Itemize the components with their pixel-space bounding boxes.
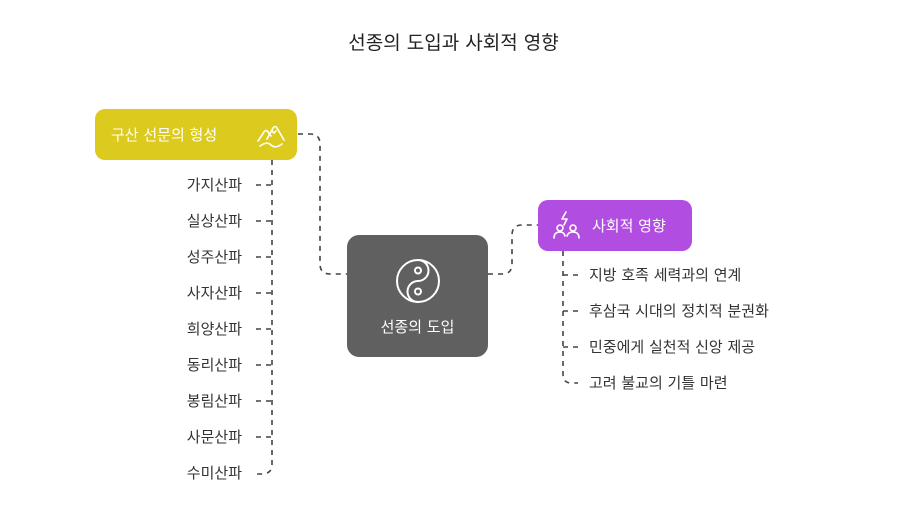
yin-yang-icon: [395, 258, 440, 303]
people-spark-icon: [553, 211, 580, 239]
sect-item: 실상산파: [186, 212, 242, 230]
right-spine: [562, 251, 578, 384]
impact-item: 고려 불교의 기틀 마련: [589, 374, 728, 392]
left-spine: [256, 160, 273, 475]
node-social-label: 사회적 영향: [592, 217, 666, 235]
node-gusan-seonmun: 구산 선문의 형성: [95, 109, 297, 160]
node-gusan-label: 구산 선문의 형성: [111, 126, 218, 144]
impact-item: 후삼국 시대의 정치적 분권화: [589, 302, 769, 320]
diagram-title: 선종의 도입과 사회적 영향: [348, 32, 559, 54]
impact-item: 민중에게 실천적 신앙 제공: [589, 338, 756, 356]
connector-left-center: [298, 133, 347, 275]
node-center-label: 선종의 도입: [380, 317, 455, 336]
node-social-impact: 사회적 영향: [538, 200, 692, 251]
sect-item: 동리산파: [186, 356, 242, 374]
node-center-seon-intro: 선종의 도입: [347, 235, 488, 357]
sect-item: 봉림산파: [186, 392, 242, 410]
sect-item: 사문산파: [186, 428, 242, 446]
sect-item: 희양산파: [186, 320, 242, 338]
impact-item: 지방 호족 세력과의 연계: [589, 266, 742, 284]
sect-item: 성주산파: [186, 248, 242, 266]
mountains-icon: [257, 125, 285, 148]
connector-center-right: [488, 224, 538, 275]
sect-item: 사자산파: [186, 284, 242, 302]
sect-item: 가지산파: [186, 176, 242, 194]
sect-item: 수미산파: [186, 464, 242, 482]
